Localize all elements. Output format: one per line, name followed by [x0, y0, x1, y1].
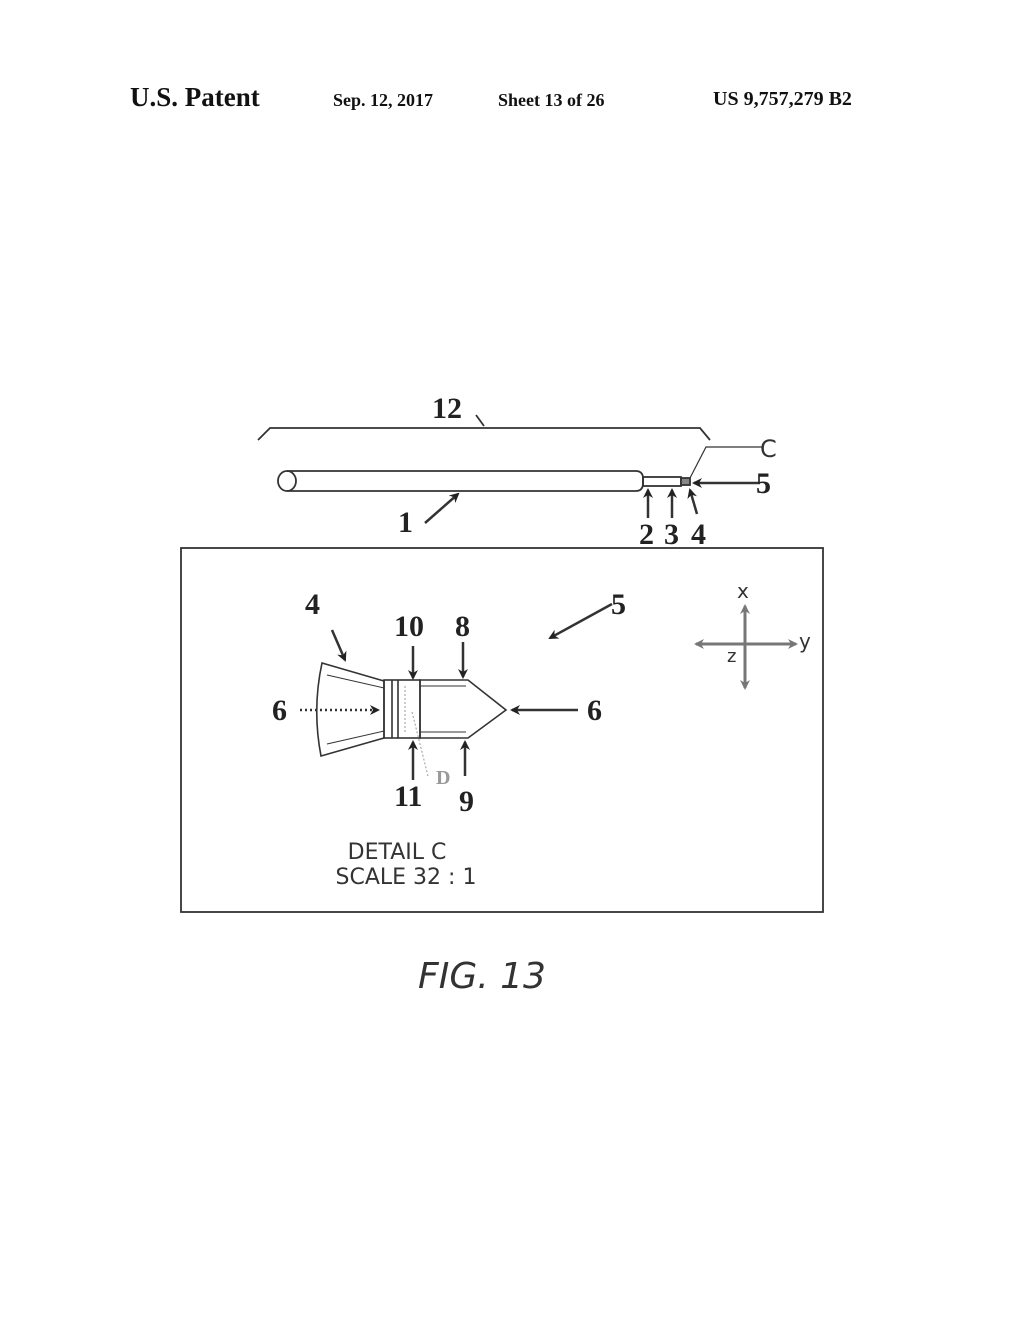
patent-date: Sep. 12, 2017: [333, 90, 434, 110]
label-5: 5: [756, 467, 771, 500]
patent-title: U.S. Patent: [130, 82, 260, 112]
detail-caption: DETAIL C: [348, 840, 447, 865]
detail-label-11: 11: [394, 780, 422, 813]
overview-view: [257, 414, 762, 524]
label-1: 1: [398, 506, 413, 539]
sheet-number: Sheet 13 of 26: [498, 90, 605, 110]
detail-label-8: 8: [455, 610, 470, 643]
dimension-d-label: D: [436, 767, 450, 789]
bracket-12: [257, 427, 711, 441]
band-10-11: [383, 679, 421, 739]
detail-c-frame: [180, 547, 824, 913]
label-c: C: [760, 435, 777, 463]
axis-y-label: y: [799, 629, 811, 653]
figure-label: FIG. 13: [418, 956, 546, 997]
detail-c-view: [300, 602, 613, 780]
segment-3: [642, 476, 682, 487]
rod-1: [287, 470, 644, 492]
detail-label-10: 10: [394, 610, 424, 643]
tip-4: [680, 477, 691, 486]
label-4: 4: [691, 518, 706, 551]
label-12: 12: [432, 392, 462, 425]
body-8-9: [419, 679, 508, 739]
detail-label-9: 9: [459, 785, 474, 818]
axis-x-label: x: [737, 579, 749, 603]
detail-label-5: 5: [611, 588, 626, 621]
axis-z-label: z: [727, 646, 736, 667]
detail-scale: SCALE 32 : 1: [336, 865, 477, 890]
axis-triad: [694, 604, 798, 690]
detail-label-6-left: 6: [272, 694, 287, 727]
label-3: 3: [664, 518, 679, 551]
label-2: 2: [639, 518, 654, 551]
patent-number: US 9,757,279 B2: [713, 88, 852, 110]
detail-label-4: 4: [305, 588, 320, 621]
detail-label-6-right: 6: [587, 694, 602, 727]
funnel-4: [315, 661, 385, 758]
